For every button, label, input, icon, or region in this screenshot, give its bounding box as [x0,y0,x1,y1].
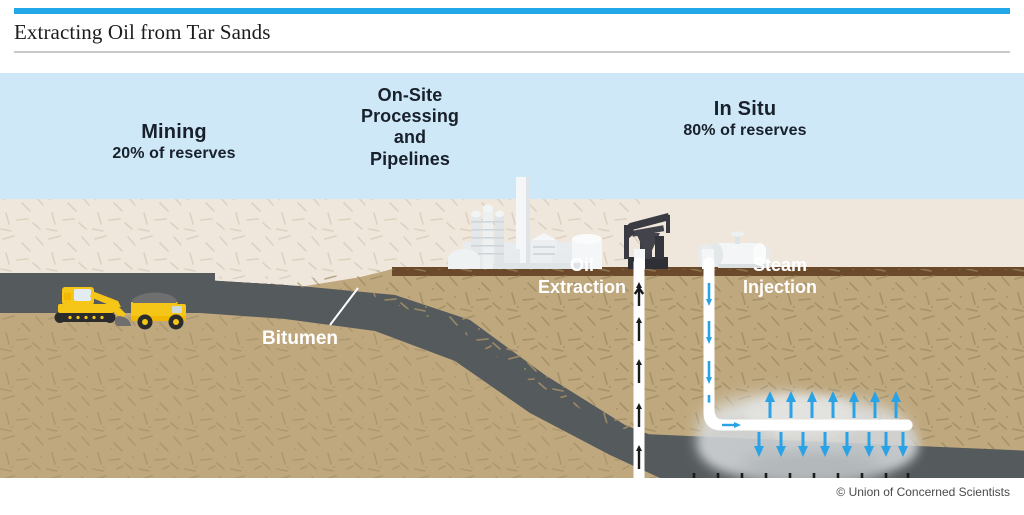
sky-background [0,73,1024,199]
header-divider [14,51,1010,53]
bitumen-band [0,280,1024,478]
bitumen-leader-line [329,287,359,326]
diagram-figure: Mining 20% of reserves On-Site Processin… [0,73,1024,478]
mining-pit-floor [0,273,215,285]
oil-extraction-line-2: Extraction [537,276,627,297]
dump-truck-icon [131,292,186,330]
steam-flow-arrows [706,283,712,412]
steam-injection-line-2: Injection [742,276,817,297]
onsite-line-2: Processing [360,106,460,127]
refinery-icon [448,177,602,269]
oil-extraction-line-1: Oil [569,255,594,275]
label-bitumen: Bitumen [262,328,338,349]
label-mining: Mining 20% of reserves [84,121,264,163]
mining-subtitle: 20% of reserves [112,144,236,162]
onsite-line-4: Pipelines [370,148,450,169]
steam-dispersal-up-arrows [765,391,901,418]
onsite-line-3: and [393,127,427,148]
oil-flow-arrows [633,282,645,469]
page-title: Extracting Oil from Tar Sands [14,20,271,44]
insitu-title: In Situ [713,98,777,120]
steam-dispersal-down-arrows [754,432,908,457]
oil-inflow-arrows [692,473,910,478]
copyright-credit: © Union of Concerned Scientists [836,485,1010,499]
oil-extraction-well [633,257,645,478]
label-steam-injection: Steam Injection [710,255,850,298]
accent-bar [14,8,1010,14]
steam-direction-arrow-2 [722,422,741,428]
onsite-line-1: On-Site [377,85,443,105]
label-on-site-processing: On-Site Processing and Pipelines [340,85,480,170]
insitu-subtitle: 80% of reserves [683,121,807,139]
steam-injection-line-1: Steam [752,255,808,275]
mining-title: Mining [141,121,207,143]
excavator-icon [54,287,131,326]
scene-svg [0,73,1024,478]
label-in-situ: In Situ 80% of reserves [640,98,850,140]
label-oil-extraction: Oil Extraction [512,255,652,298]
